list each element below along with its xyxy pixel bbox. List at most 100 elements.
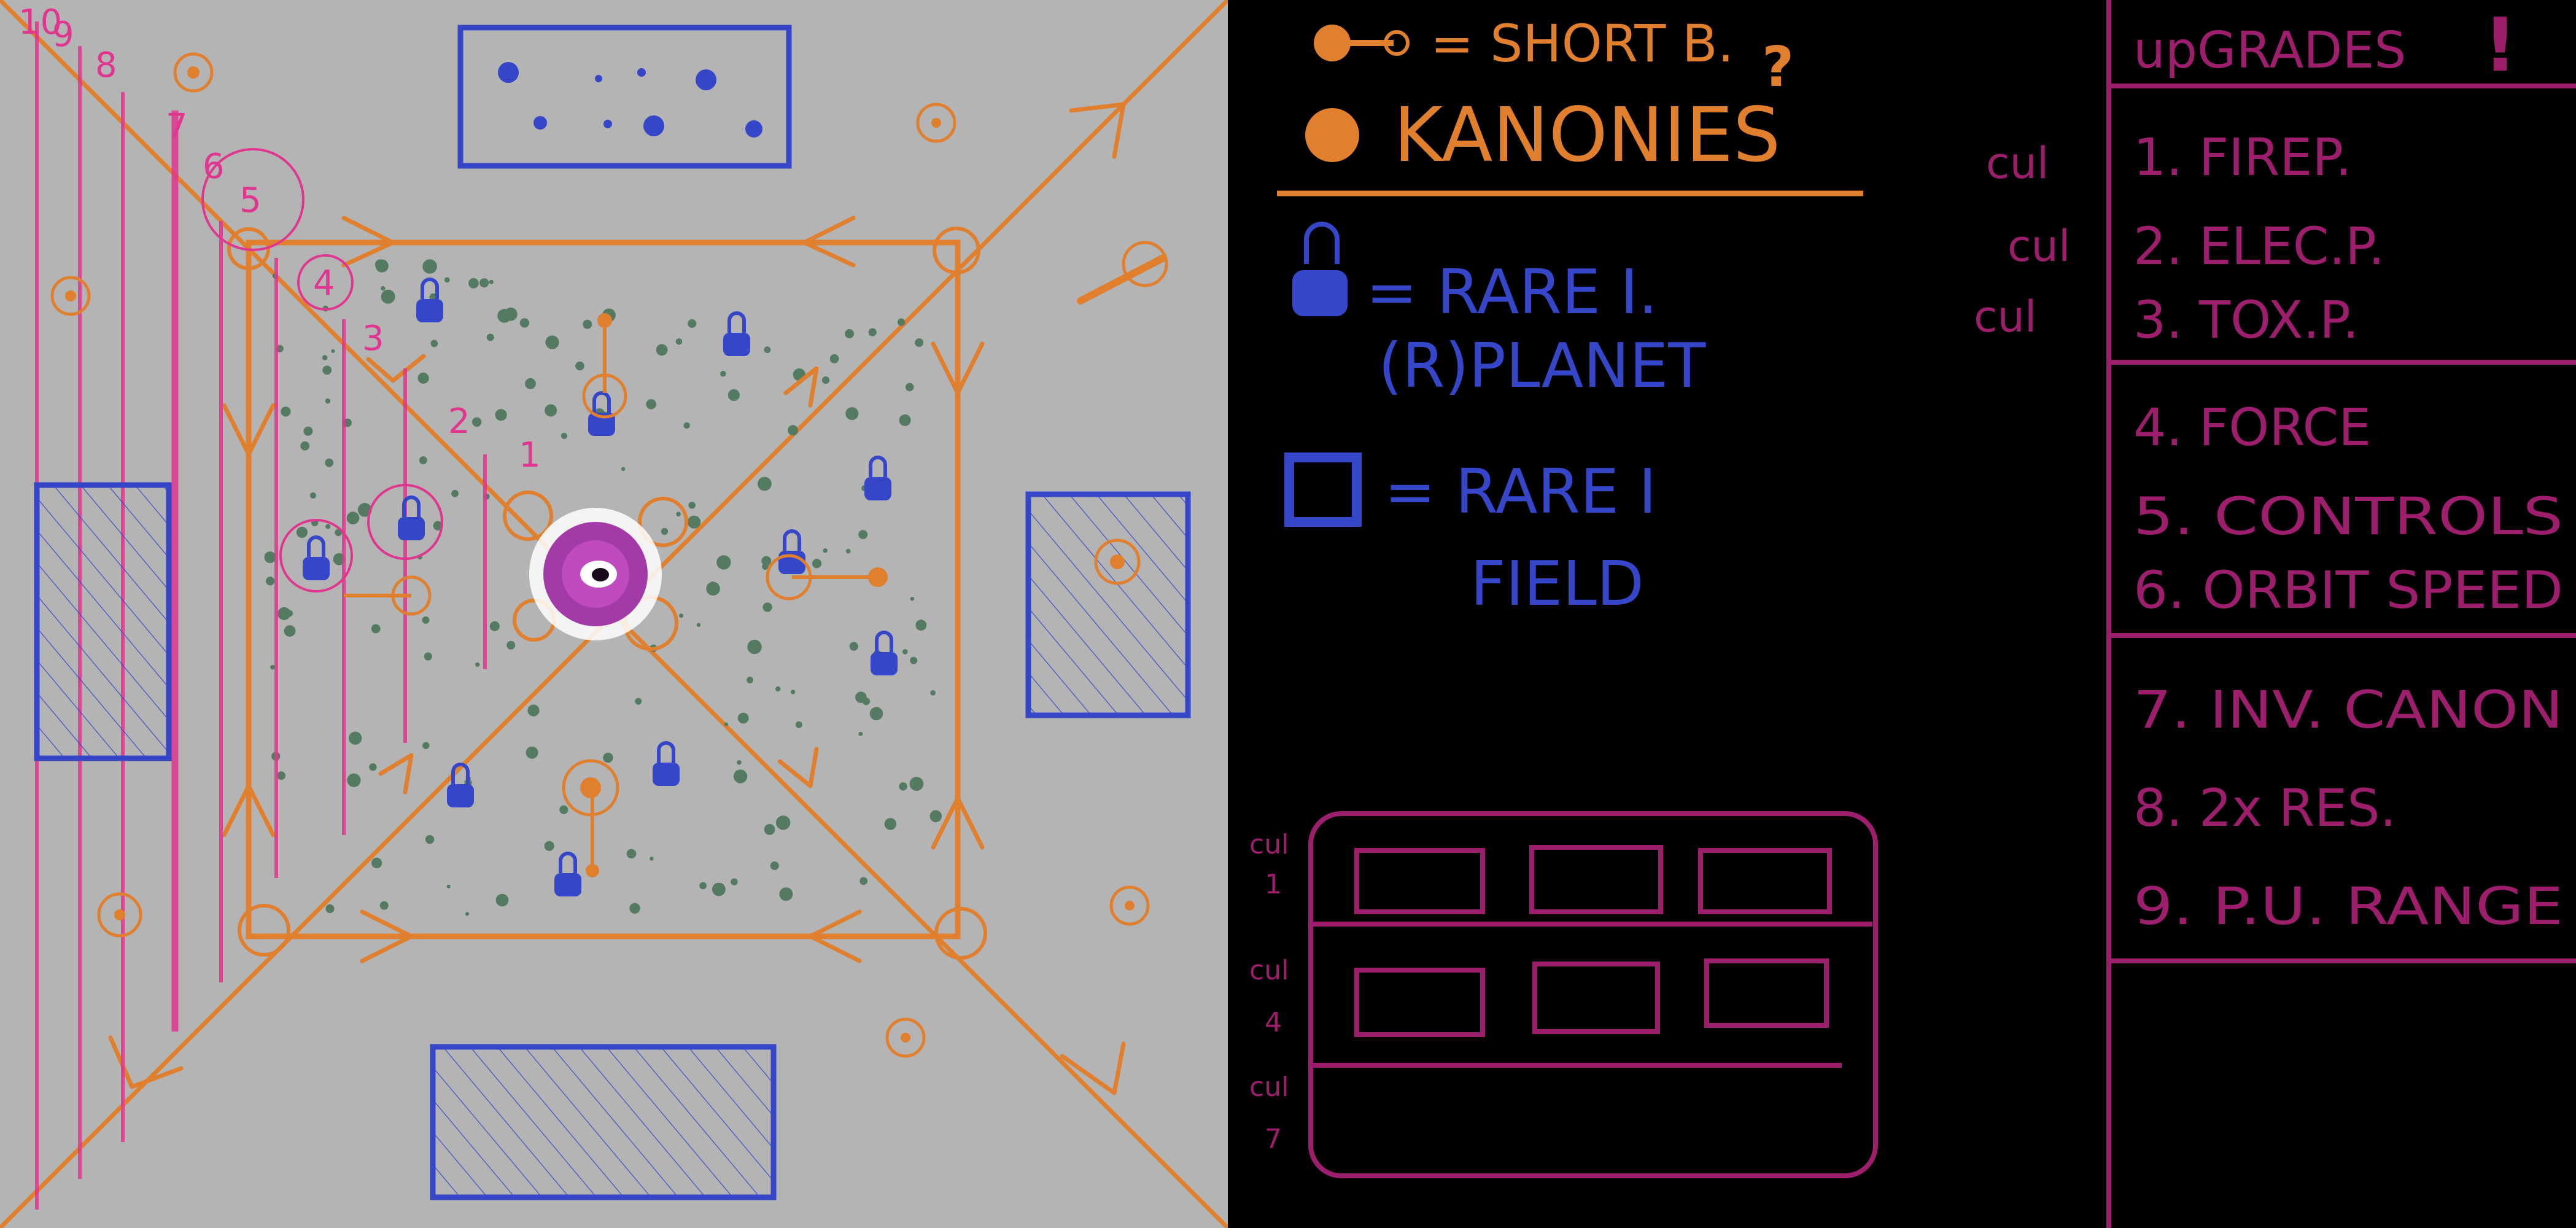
debris-dot <box>486 333 494 341</box>
padlock-icon <box>447 763 474 807</box>
debris-dot <box>795 721 802 728</box>
upgrade-cost-label: cul <box>2008 221 2070 271</box>
upgrade-item: 5. CONTROLS <box>2133 486 2563 546</box>
upgrade-slot <box>1529 845 1663 914</box>
debris-dot <box>270 664 275 670</box>
upgrade-item: 2. ELEC.P. <box>2133 216 2384 276</box>
debris-dot <box>915 338 924 347</box>
debris-dot <box>884 818 897 830</box>
debris-dot <box>325 458 334 467</box>
debris-dot <box>915 620 927 631</box>
debris-dot <box>829 354 839 363</box>
debris-dot <box>683 422 690 429</box>
debris-dot <box>855 691 867 703</box>
padlock-icon <box>416 278 443 322</box>
central-planet <box>529 508 662 640</box>
short-b-target-centers <box>65 66 1135 1043</box>
kanonie <box>562 759 619 877</box>
debris-dot <box>300 441 310 451</box>
debris-dot <box>845 329 855 338</box>
debris-dot <box>422 259 437 274</box>
debris-dot <box>347 773 361 787</box>
debris-dot <box>495 893 509 907</box>
debris-dot <box>696 623 701 627</box>
rare-fields <box>34 25 1191 1200</box>
rare-field-left <box>34 482 172 761</box>
upgrades-title-mark: ! <box>2483 3 2517 88</box>
padlock-icon <box>1292 222 1348 316</box>
lane-number: 3 <box>362 319 384 359</box>
debris-dot <box>322 355 328 360</box>
debris-dot <box>727 389 740 402</box>
debris-dot <box>325 904 335 914</box>
upgrade-slot <box>1354 848 1485 914</box>
upgrade-item: 4. FORCE <box>2133 397 2371 457</box>
short-b-barrel <box>1077 254 1167 305</box>
upgrade-slot <box>1354 968 1485 1037</box>
rare-field-bottom <box>430 1044 777 1200</box>
upgrade-cost-label: cul <box>1986 138 2049 188</box>
debris-dot <box>858 731 863 736</box>
debris-dot <box>325 398 331 404</box>
debris-dot <box>545 404 557 417</box>
legend-panel: = SHORT B. ? KANONIES = RARE I. (R)PLANE… <box>1228 0 2106 1228</box>
upgrade-cost-labels: cul cul cul <box>1974 138 2070 342</box>
debris-dot <box>699 882 707 890</box>
grid-row-label: cul <box>1249 1071 1289 1103</box>
short-b-label: = SHORT B. <box>1430 14 1734 74</box>
debris-dot <box>688 319 697 328</box>
debris-dot <box>545 335 559 349</box>
debris-dot <box>325 524 331 529</box>
lane-number: 7 <box>166 107 188 147</box>
rare-field-icon <box>1284 453 1362 527</box>
padlock-icon <box>871 631 898 675</box>
grid-row-labels: cul 1 cul 4 cul 7 <box>1249 829 1289 1155</box>
upgrade-item: 7. INV. CANON <box>2133 680 2563 740</box>
upgrade-cost-label: cul <box>1974 292 2036 342</box>
debris-dot <box>688 502 696 509</box>
debris-dot <box>430 340 438 348</box>
debris-dot <box>629 903 640 914</box>
upgrades-title: upGRADES <box>2133 21 2406 80</box>
debris-dot <box>905 383 914 392</box>
debris-dot <box>425 835 435 844</box>
debris-dot <box>519 318 530 328</box>
debris-dot <box>869 707 883 721</box>
debris-dot <box>603 752 613 763</box>
lane-number: 8 <box>95 45 117 85</box>
debris-dot <box>346 511 360 525</box>
debris-dot <box>650 857 654 861</box>
debris-dot <box>281 406 291 417</box>
lane-number: 4 <box>313 263 335 303</box>
debris-dot <box>910 597 915 601</box>
debris-dot <box>371 857 382 869</box>
debris-dot <box>761 556 772 566</box>
lane-number: 5 <box>239 181 262 220</box>
debris-dot <box>688 515 701 529</box>
rare-field-top-dots <box>498 62 762 138</box>
upgrade-slot <box>1532 962 1660 1034</box>
debris-dot <box>264 551 276 564</box>
debris-dot <box>764 824 775 835</box>
debris-dot <box>479 278 489 288</box>
debris-dot <box>710 581 715 586</box>
debris-dot <box>775 686 781 692</box>
debris-dot <box>706 581 720 596</box>
debris-dot <box>309 492 316 499</box>
debris-dot <box>812 559 822 569</box>
upgrade-item: 1. FIREP. <box>2133 127 2352 187</box>
rare-field-top <box>457 25 792 169</box>
debris-dot <box>762 563 769 570</box>
upgrade-slot <box>1698 848 1832 914</box>
upgrades-panel: upGRADES ! 1. FIREP. 2. ELEC.P. 3. TOX.P… <box>2106 0 2576 1228</box>
debris-dot <box>503 307 518 321</box>
debris-dot <box>747 639 762 655</box>
debris-dot <box>561 432 568 440</box>
debris-dot <box>902 649 908 655</box>
debris-dot <box>296 526 308 538</box>
lane-number: 1 <box>519 435 541 475</box>
debris-dot <box>635 698 642 705</box>
debris-dot <box>277 607 291 620</box>
rare-field-right <box>1025 491 1191 718</box>
debris-dot <box>621 467 626 471</box>
